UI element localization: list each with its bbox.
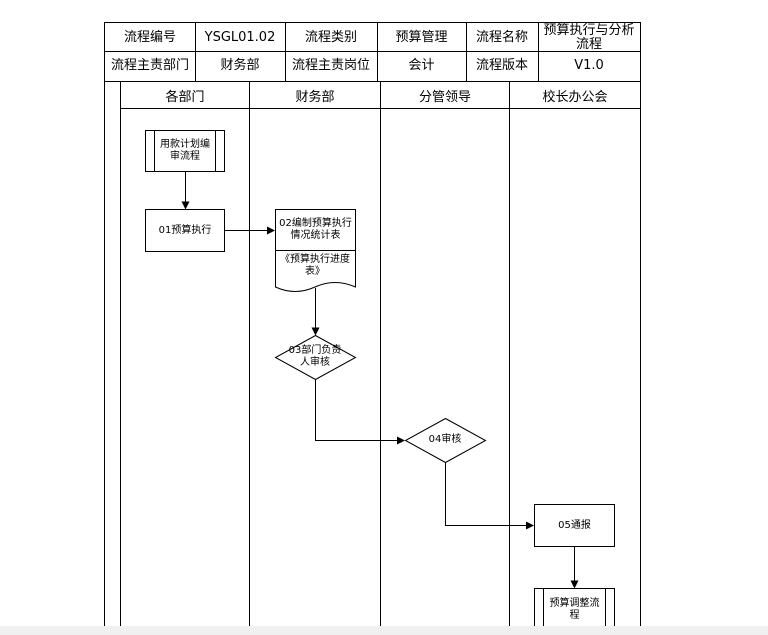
header-grid	[104, 22, 641, 82]
node-02-document-label: 《预算执行进度表》	[280, 254, 350, 277]
flow-version-label: 流程版本	[475, 58, 528, 73]
node-01-label: 01预算执行	[158, 224, 212, 236]
node-plan-label: 用款计划编审流程	[160, 139, 210, 162]
flow-code-label: 流程编号	[123, 29, 176, 45]
connectors	[181, 171, 579, 589]
flow-dept-label: 流程主责部门	[110, 58, 189, 73]
node-05-shape	[534, 504, 615, 547]
lane-header-president-office: 校长办公会	[542, 90, 608, 105]
flow-post-value: 会计	[408, 58, 435, 73]
lane-header-leader: 分管领导	[418, 90, 471, 105]
node-02-shape	[275, 209, 356, 292]
node-02-label: 02编制预算执行情况统计表	[279, 218, 352, 241]
flow-name-label: 流程名称	[475, 29, 528, 45]
bottom-scroll-area	[0, 626, 768, 635]
flow-category-label: 流程类别	[304, 29, 357, 45]
flow-code-value: YSGL01.02	[204, 29, 276, 45]
swimlane-frame	[104, 81, 641, 635]
flow-version-value: V1.0	[574, 58, 604, 73]
node-03-label: 03部门负责人审核	[288, 345, 342, 368]
lane-header-departments: 各部门	[165, 90, 205, 105]
flow-dept-value: 财务部	[220, 58, 260, 73]
flow-category-value: 预算管理	[395, 29, 448, 45]
flow-post-label: 流程主责岗位	[291, 58, 370, 73]
lane-header-finance: 财务部	[295, 90, 335, 105]
node-04-label: 04审核	[428, 434, 462, 445]
node-adjust-label: 预算调整流程	[549, 598, 600, 621]
node-05-label: 05通报	[558, 519, 591, 531]
node-01-shape	[145, 209, 225, 252]
flow-name-value: 预算执行与分析流程	[543, 22, 635, 52]
